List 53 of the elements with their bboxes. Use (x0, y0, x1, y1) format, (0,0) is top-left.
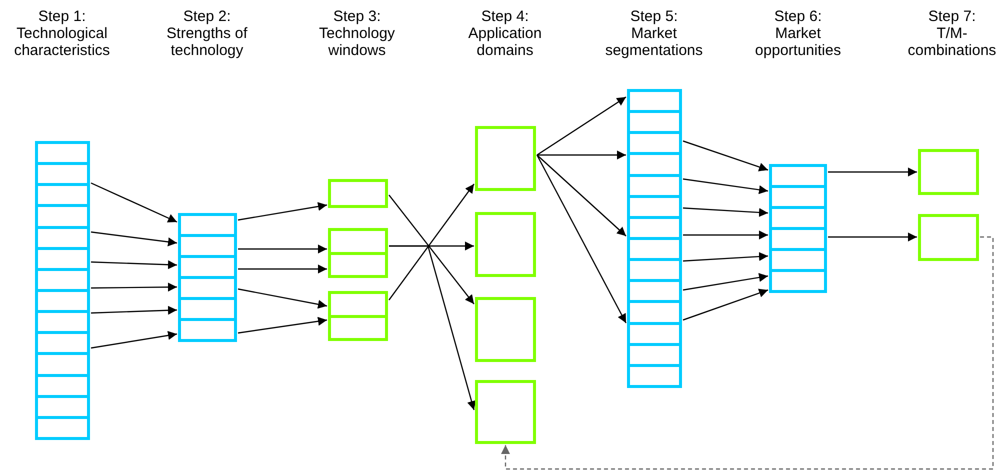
step-title: Strengths of technology (166, 25, 248, 59)
arrow (90, 182, 178, 223)
arrow (682, 288, 768, 321)
cell-stack (35, 141, 90, 440)
arrow (682, 252, 768, 262)
cell-stack (178, 213, 237, 342)
step-title: Application domains (467, 25, 543, 59)
arrow (238, 264, 327, 274)
arrow (682, 140, 768, 172)
step-number: Step 4: (480, 8, 530, 25)
arrow (682, 178, 768, 194)
arrow (536, 96, 626, 156)
cell-stack (328, 228, 388, 278)
arrow (238, 202, 328, 221)
cell-stack (769, 164, 827, 293)
empty-box (475, 212, 536, 277)
empty-box (475, 126, 536, 191)
arrow (828, 232, 917, 242)
arrow (683, 230, 768, 240)
arrow (91, 282, 177, 292)
step-number: Step 6: (773, 8, 823, 25)
step-title: T/M-combinations (907, 25, 997, 59)
empty-box (475, 380, 536, 444)
arrow (238, 288, 328, 309)
arrow (537, 150, 626, 160)
step-title: Market opportunities (754, 25, 842, 59)
arrow (536, 154, 627, 324)
arrow (90, 306, 178, 315)
cell-stack (627, 89, 682, 388)
step-number: Step 5: (629, 8, 679, 25)
arrow (238, 316, 328, 334)
arrow (238, 244, 327, 254)
arrow (90, 260, 178, 270)
step-title: Technological characteristics (13, 25, 111, 59)
arrow (536, 154, 626, 236)
empty-box (918, 214, 979, 261)
empty-box (918, 149, 979, 195)
arrow (828, 168, 917, 176)
step-number: Step 2: (182, 8, 232, 25)
cell-stack (328, 291, 388, 341)
arrow (389, 245, 476, 410)
arrow (682, 207, 768, 217)
step-title: Market segmentations (604, 25, 704, 59)
step-title: Technology windows (318, 25, 396, 59)
arrow (682, 273, 768, 291)
dashed-arrow (501, 236, 994, 470)
arrow (90, 231, 178, 246)
step-number: Step 7: (927, 8, 977, 25)
empty-box (475, 297, 536, 362)
step-number: Step 1: (37, 8, 87, 25)
empty-box (328, 179, 388, 208)
arrow (90, 331, 178, 349)
step-number: Step 3: (332, 8, 382, 25)
